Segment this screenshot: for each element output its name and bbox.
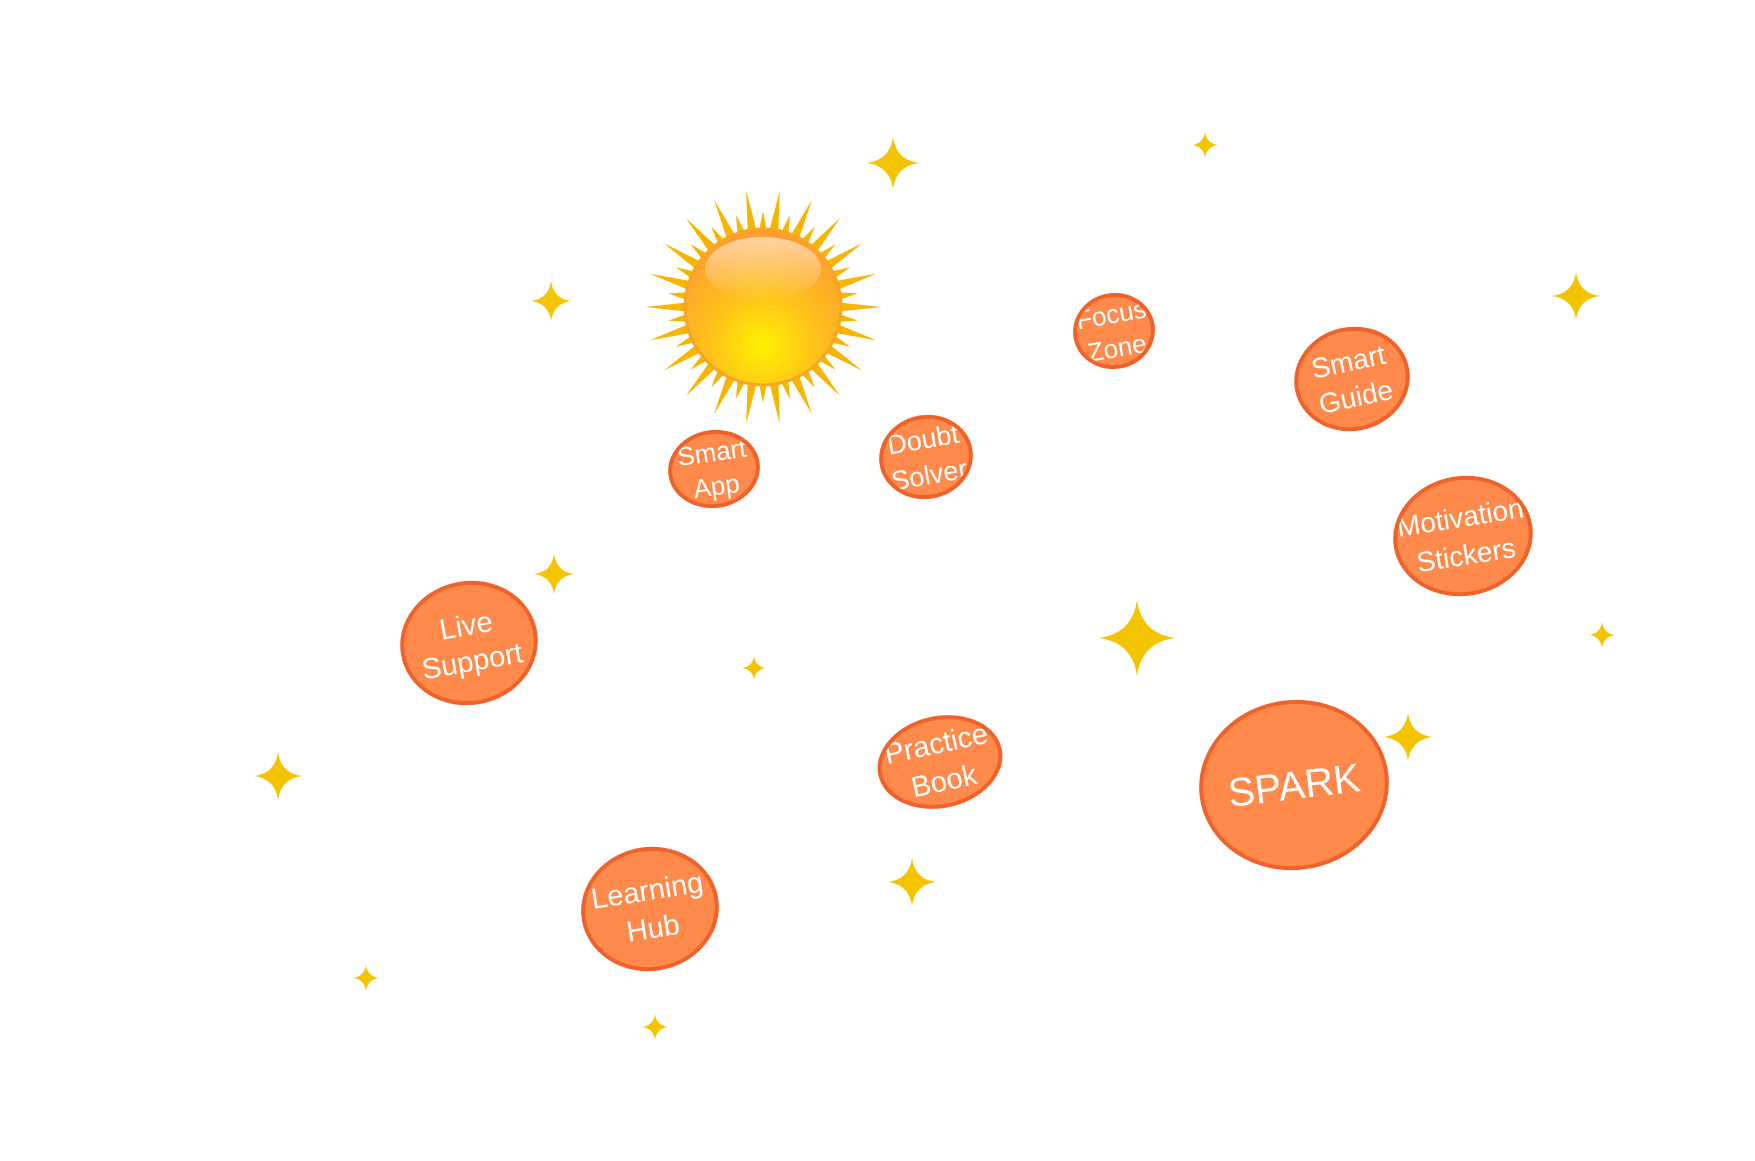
sun-ray bbox=[746, 375, 759, 424]
sparkles-layer bbox=[254, 132, 1615, 1040]
planet-body bbox=[877, 715, 1003, 809]
four-point-star-icon bbox=[1552, 272, 1600, 320]
sun-ray bbox=[767, 190, 780, 239]
sun-ray bbox=[649, 273, 698, 293]
four-point-star-icon bbox=[254, 752, 302, 800]
four-point-star-icon bbox=[534, 554, 574, 594]
planet-body bbox=[1393, 475, 1533, 597]
four-point-star-icon bbox=[1589, 622, 1615, 648]
planet-body bbox=[879, 414, 973, 500]
four-point-star-icon bbox=[742, 656, 766, 680]
planet-body bbox=[668, 429, 760, 509]
sun-ray bbox=[767, 375, 780, 424]
four-point-star-icon bbox=[353, 965, 379, 991]
planet-body bbox=[400, 580, 538, 706]
four-point-star-icon bbox=[531, 281, 571, 321]
sun-ray bbox=[828, 273, 877, 293]
sun-ray bbox=[645, 301, 694, 313]
four-point-star-icon bbox=[888, 858, 936, 906]
sun-ray bbox=[832, 301, 881, 313]
sun-highlight bbox=[705, 237, 821, 301]
four-point-star-icon bbox=[642, 1014, 668, 1040]
four-point-star-icon bbox=[867, 137, 919, 189]
planet-spark: SPARK bbox=[1199, 699, 1389, 871]
planet-body bbox=[1073, 292, 1155, 370]
sun-ray bbox=[828, 321, 877, 341]
planet-body bbox=[1294, 326, 1410, 432]
sun-icon bbox=[645, 190, 881, 424]
sun-ray bbox=[649, 321, 698, 341]
planet-body bbox=[581, 846, 719, 972]
planet-label: App bbox=[691, 468, 741, 504]
sun-ray bbox=[746, 190, 759, 239]
planet-body bbox=[1199, 699, 1389, 871]
four-point-star-icon bbox=[1099, 600, 1175, 676]
four-point-star-icon bbox=[1384, 713, 1432, 761]
four-point-star-icon bbox=[1192, 132, 1218, 158]
